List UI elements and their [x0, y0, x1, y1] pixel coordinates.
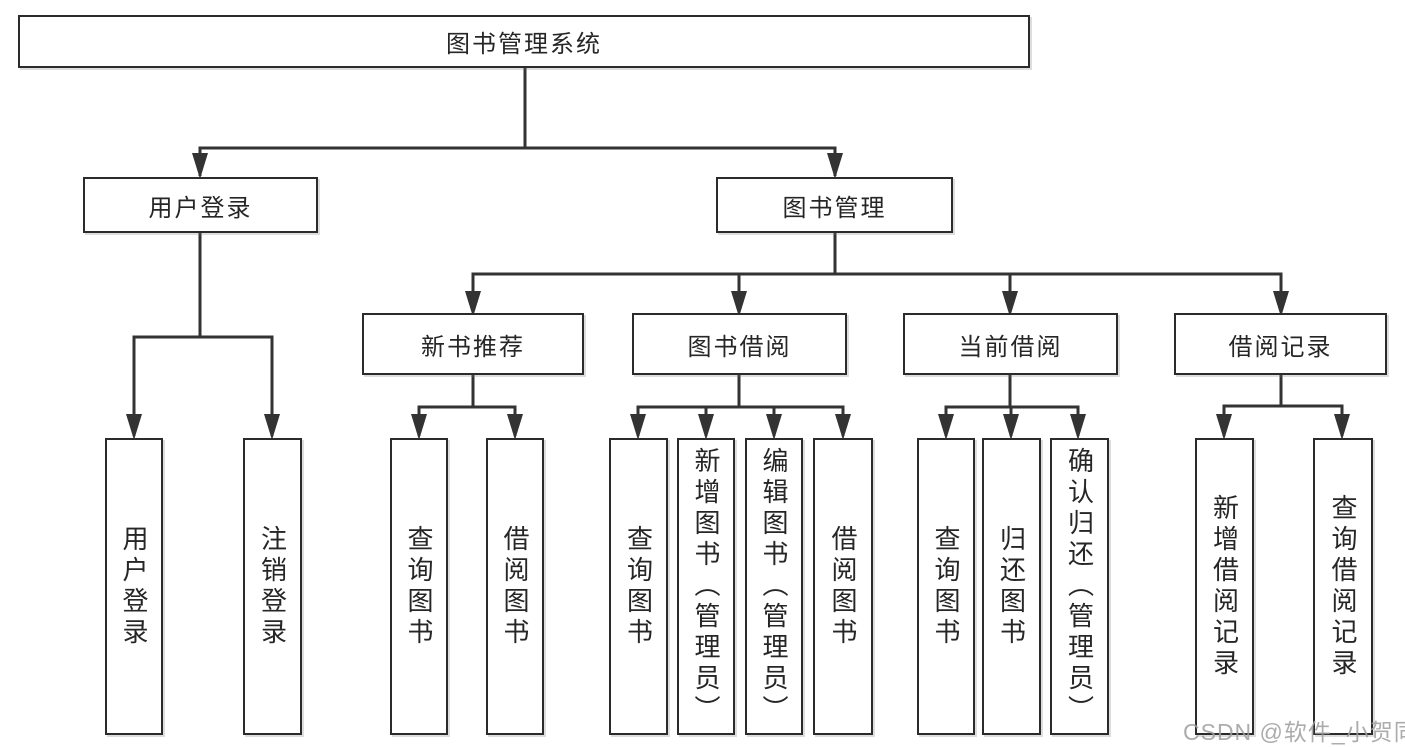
node-label: 查询图书 [623, 524, 654, 649]
node-borrow-record: 借阅记录 [1174, 313, 1387, 375]
node-label: 注销登录 [257, 524, 288, 649]
leaf-borrow-book-2: 借阅图书 [813, 438, 873, 735]
node-label: 用户登录 [148, 194, 253, 222]
leaf-confirm-return-admin: 确认归还（管理员） [1050, 438, 1109, 735]
node-new-book-recommend: 新书推荐 [362, 313, 584, 375]
leaf-add-book-admin: 新增图书（管理员） [677, 438, 735, 735]
arrow-down-icon [698, 414, 714, 440]
node-label: 查询图书 [931, 524, 961, 649]
node-label: 图书管理 [782, 194, 887, 222]
arrow-down-icon [766, 414, 782, 440]
arrow-down-icon [411, 414, 427, 440]
arrow-down-icon [1273, 291, 1289, 317]
leaf-query-borrow-record: 查询借阅记录 [1313, 438, 1373, 735]
node-label: 借阅图书 [500, 524, 530, 649]
arrow-down-icon [827, 153, 843, 179]
arrow-down-icon [126, 414, 142, 440]
node-label: 图书管理系统 [446, 31, 602, 58]
arrow-down-icon [1002, 291, 1018, 317]
node-label: 确认归还（管理员） [1064, 447, 1095, 726]
leaf-logout: 注销登录 [243, 438, 302, 735]
edge-level2-bus [471, 272, 1283, 312]
node-label: 查询借阅记录 [1328, 493, 1358, 680]
arrow-down-icon [507, 414, 523, 440]
arrow-down-icon [465, 291, 481, 317]
csdn-watermark: CSDN @软件_小贺同学 [1183, 719, 1405, 745]
edge-newbook-bus [417, 405, 517, 436]
node-label: 借阅记录 [1228, 333, 1333, 361]
node-current-borrow: 当前借阅 [903, 313, 1118, 375]
leaf-query-book-1: 查询图书 [390, 438, 448, 735]
arrow-down-icon [1334, 414, 1350, 440]
leaf-add-borrow-record: 新增借阅记录 [1195, 438, 1254, 735]
arrow-down-icon [1070, 414, 1086, 440]
node-book-manage-module: 图书管理 [716, 177, 953, 233]
node-label: 归还图书 [996, 524, 1027, 649]
node-label: 新增借阅记录 [1209, 493, 1240, 680]
connector-lines [132, 68, 1344, 436]
leaf-query-book-2: 查询图书 [609, 438, 668, 735]
node-label: 用户登录 [119, 524, 149, 649]
arrow-down-icon [192, 153, 208, 179]
arrow-down-icon [938, 414, 954, 440]
leaf-return-book: 归还图书 [982, 438, 1041, 735]
arrow-down-icon [1216, 414, 1232, 440]
node-book-borrow: 图书借阅 [632, 313, 847, 375]
node-label: 查询图书 [404, 524, 434, 649]
leaf-edit-book-admin: 编辑图书（管理员） [745, 438, 803, 735]
node-label: 图书借阅 [687, 333, 792, 361]
edge-borrow-bus [636, 405, 845, 436]
arrow-down-icon [731, 291, 747, 317]
edge-record-bus [1222, 404, 1344, 436]
node-label: 当前借阅 [958, 333, 1063, 361]
arrow-down-icon [630, 414, 646, 440]
leaf-user-login: 用户登录 [105, 438, 163, 735]
leaf-borrow-book-1: 借阅图书 [486, 438, 544, 735]
arrow-down-icon [264, 414, 280, 440]
node-label: 新增图书（管理员） [691, 447, 721, 726]
node-system-root: 图书管理系统 [18, 15, 1030, 68]
arrowheads [126, 153, 1350, 440]
edge-user-bus [132, 335, 274, 436]
leaf-query-book-3: 查询图书 [917, 438, 975, 735]
edge-level1-bus [198, 146, 837, 176]
node-user-login-module: 用户登录 [83, 177, 318, 233]
arrow-down-icon [835, 414, 851, 440]
node-label: 借阅图书 [828, 524, 858, 649]
arrow-down-icon [1003, 414, 1019, 440]
node-label: 新书推荐 [421, 333, 525, 361]
node-label: 编辑图书（管理员） [759, 447, 789, 726]
